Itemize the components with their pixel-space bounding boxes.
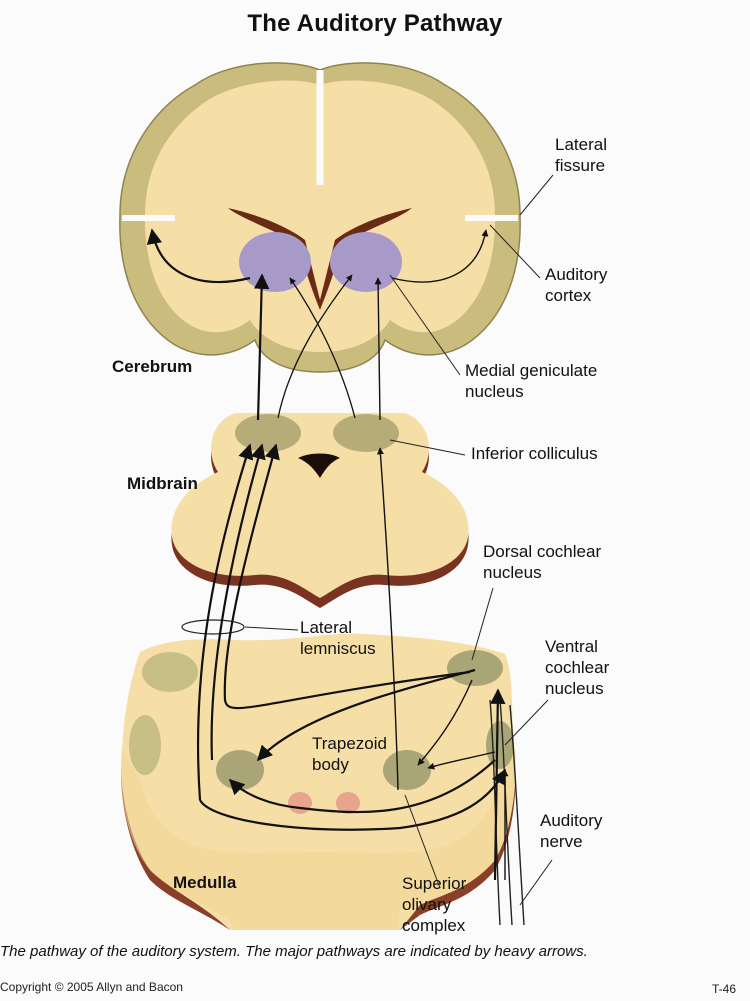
arrow-mgn-to-right-cortex bbox=[391, 229, 489, 283]
page-code: T-46 bbox=[711, 982, 736, 996]
arrow-mgn-to-left-cortex bbox=[146, 228, 251, 283]
arrow-lemniscus-2 bbox=[210, 443, 266, 761]
medulla-outer-fringe bbox=[120, 750, 516, 930]
cerebral-aqueduct bbox=[298, 453, 340, 478]
arrow-lemniscus-right bbox=[376, 447, 399, 791]
arrow-ic-crossing-left bbox=[289, 277, 356, 419]
medial-geniculate-left bbox=[239, 232, 311, 292]
lateral-ventricles bbox=[228, 208, 412, 310]
superior-olive-left bbox=[216, 750, 264, 790]
medulla-section bbox=[120, 619, 525, 930]
ventral-cochlear-nucleus bbox=[486, 721, 514, 769]
arrow-vcn-across-trapezoid bbox=[228, 759, 496, 814]
trapezoid-nucleus-left bbox=[288, 792, 312, 814]
arrow-left-olive-to-lemniscus bbox=[199, 768, 506, 831]
label-medial-geniculate: Medial geniculate nucleus bbox=[465, 361, 598, 401]
label-inferior-colliculus: Inferior colliculus bbox=[471, 444, 598, 463]
label-trapezoid-body: Trapezoid body bbox=[312, 734, 387, 774]
lateral-lemniscus-marker bbox=[181, 619, 245, 635]
cerebrum-section bbox=[119, 62, 521, 373]
label-lateral-fissure: Lateral fissure bbox=[555, 135, 607, 175]
arrow-lemniscus-1 bbox=[196, 443, 254, 801]
inferior-colliculus-right bbox=[333, 414, 399, 452]
label-ventral-cochlear: Ventral cochlear nucleus bbox=[545, 637, 610, 698]
label-superior-olivary: Superior olivary complex bbox=[402, 874, 467, 935]
cerebrum-white-matter bbox=[144, 80, 496, 352]
pathway-arrows bbox=[146, 228, 509, 881]
trapezoid-nucleus-right bbox=[336, 792, 360, 814]
arrow-dcn-to-right-olive bbox=[417, 679, 473, 766]
arrow-ic-crossing-right bbox=[277, 274, 353, 419]
label-dorsal-cochlear: Dorsal cochlear nucleus bbox=[483, 542, 602, 582]
region-label-midbrain: Midbrain bbox=[127, 474, 198, 493]
arrow-dcn-to-left-olive bbox=[256, 668, 476, 762]
diagram-title: The Auditory Pathway bbox=[247, 10, 503, 37]
label-auditory-nerve: Auditory nerve bbox=[540, 811, 603, 851]
arrow-auditory-nerve bbox=[490, 688, 506, 881]
tract-left-lateral bbox=[129, 715, 161, 775]
dorsal-cochlear-nucleus bbox=[447, 650, 503, 686]
arrow-ic-to-right-mgn bbox=[374, 277, 382, 421]
copyright-notice: Copyright © 2005 Allyn and Bacon bbox=[0, 980, 183, 994]
arrow-lemniscus-3 bbox=[223, 443, 471, 710]
leader-lines bbox=[244, 174, 554, 906]
superior-olive-right bbox=[383, 750, 431, 790]
medial-geniculate-right bbox=[330, 232, 402, 292]
arrow-vcn-to-right-olive bbox=[427, 751, 496, 770]
tract-left bbox=[142, 652, 198, 692]
figure-caption: The pathway of the auditory system. The … bbox=[0, 943, 588, 960]
arrow-ic-to-left-mgn bbox=[253, 273, 270, 421]
inferior-colliculus-left bbox=[235, 414, 301, 452]
label-lateral-lemniscus: Lateral lemniscus bbox=[300, 618, 376, 658]
region-label-cerebrum: Cerebrum bbox=[112, 357, 193, 376]
label-auditory-cortex: Auditory cortex bbox=[545, 265, 608, 305]
region-label-medulla: Medulla bbox=[173, 873, 237, 892]
